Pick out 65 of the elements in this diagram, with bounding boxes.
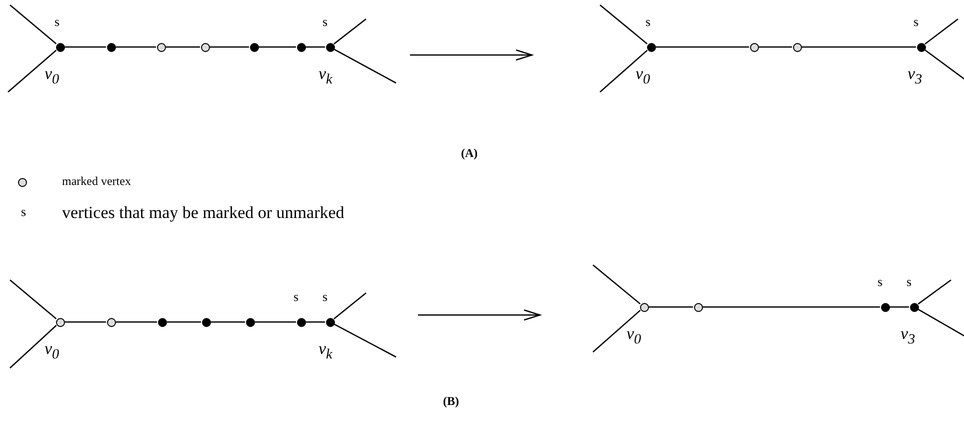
graph-edge [759,46,792,48]
graph-edge [334,18,366,44]
vertex-label: v$_{0}$ [636,66,650,87]
marked-vertex [106,318,116,326]
legend-text: marked vertex [62,174,131,189]
graph-edge [802,46,916,48]
graph-edge [334,48,396,84]
legend-text: vertices that may be marked or unmarked [62,203,344,223]
graph-edge [333,292,366,320]
panel-label: (A) [461,146,478,161]
vertex-label: v$_{0}$ [44,66,60,87]
graph-edge [116,46,156,48]
vertex-dot [106,42,116,52]
graph-edge [918,279,952,305]
vertex-dot [158,318,166,326]
graph-edge [116,321,157,323]
graph-edge [924,18,958,44]
marked-vertex [750,42,758,52]
graph-edge [703,306,880,308]
graph-edge [649,306,693,308]
vertex-dot [202,318,210,326]
vertex-label: v$_{0}$ [626,326,642,347]
graph-edge [65,321,106,323]
graph-edge [592,264,641,304]
vertex-dot [296,42,306,52]
graph-edge [600,4,648,44]
graph-edge [10,280,57,320]
vertex-label: v$_{3}$ [908,66,922,87]
vertex-label: s [878,274,883,288]
marked-vertex [156,42,166,52]
graph-edge [10,324,57,368]
vertex-label: s [646,14,651,28]
vertex-label: s [322,14,328,28]
vertex-label: s [914,14,919,28]
vertex-label: v$_{k}$ [318,66,332,87]
vertex-label: s [322,288,328,304]
panel-label: (B) [443,394,459,409]
graph-edge [306,46,325,48]
graph-edge [167,321,201,323]
graph-edge [592,310,641,352]
graph-edge [8,50,57,92]
graph-edge [10,4,57,44]
vertex-label: v$_{0}$ [44,340,60,362]
graph-edge [210,46,249,48]
symbol-key: s [21,204,26,220]
graph-edge [65,46,106,48]
graph-edge [890,306,909,308]
graph-edge [211,321,245,323]
vertex-label: s [54,14,60,28]
graph-edge [306,321,325,323]
marked-vertex [694,302,702,312]
graph-edge [600,50,648,92]
vertex-label: v$_{k}$ [318,340,332,362]
graph-edge [255,321,296,323]
graph-edge [656,46,749,48]
graph-edge [334,324,396,358]
graph-edge [166,46,200,48]
vertex-label: v$_{3}$ [900,326,916,347]
graph-edge [259,46,296,48]
marked-vertex [792,42,802,52]
vertex-dot [250,42,258,52]
vertex-label: s [294,288,299,304]
vertex-dot [246,318,254,326]
marked-vertex [200,42,210,52]
vertex-label: s [906,274,912,288]
